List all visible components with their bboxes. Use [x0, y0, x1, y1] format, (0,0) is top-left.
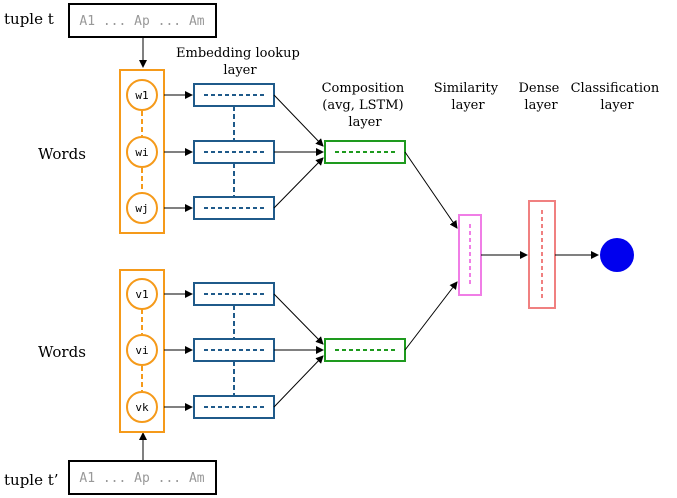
arrow — [404, 151, 458, 229]
output-node — [600, 238, 634, 272]
similarity-box — [458, 214, 482, 296]
tuple-t-prime-label: tuple t’ — [4, 471, 59, 489]
tuple-t-prime-cells: A1 ... Ap ... Am — [79, 471, 204, 486]
words-column-bottom — [119, 269, 165, 433]
dense-box — [528, 200, 556, 309]
composition-box — [324, 140, 406, 164]
dense-layer-label: Dense layer — [519, 81, 564, 113]
tuple-t-prime-box — [68, 460, 217, 495]
word-node: w1 — [126, 79, 158, 111]
svg-text:wj: wj — [135, 202, 148, 215]
word-node: vk — [126, 391, 158, 423]
similarity-layer-label: Similarity layer — [434, 81, 503, 113]
word-node: wj — [126, 192, 158, 224]
svg-text:v1: v1 — [135, 288, 148, 301]
embedding-box — [193, 282, 275, 306]
embedding-box — [193, 196, 275, 220]
composition-layer-label: Composition (avg, LSTM) layer — [322, 81, 409, 130]
tuple-t-label: tuple t — [4, 10, 54, 28]
arrow — [273, 157, 324, 209]
svg-text:vk: vk — [135, 401, 149, 414]
arrow — [273, 355, 324, 408]
arrow — [404, 281, 458, 351]
svg-text:w1: w1 — [135, 89, 148, 102]
svg-text:vi: vi — [135, 344, 148, 357]
composition-box — [324, 338, 406, 362]
embedding-layer-label: Embedding lookup layer — [176, 46, 304, 78]
classification-layer-label: Classification layer — [571, 81, 664, 113]
tuple-t-box — [68, 3, 217, 38]
word-node: vi — [126, 334, 158, 366]
arrow — [273, 94, 324, 147]
embedding-box — [193, 395, 275, 419]
arrow — [273, 293, 324, 345]
embedding-box — [193, 83, 275, 107]
words-label-bottom: Words — [38, 343, 86, 361]
svg-text:wi: wi — [135, 146, 148, 159]
embedding-box — [193, 140, 275, 164]
word-node: wi — [126, 136, 158, 168]
embedding-box — [193, 338, 275, 362]
words-label-top: Words — [38, 145, 86, 163]
word-node: v1 — [126, 278, 158, 310]
tuple-t-cells: A1 ... Ap ... Am — [79, 14, 204, 29]
